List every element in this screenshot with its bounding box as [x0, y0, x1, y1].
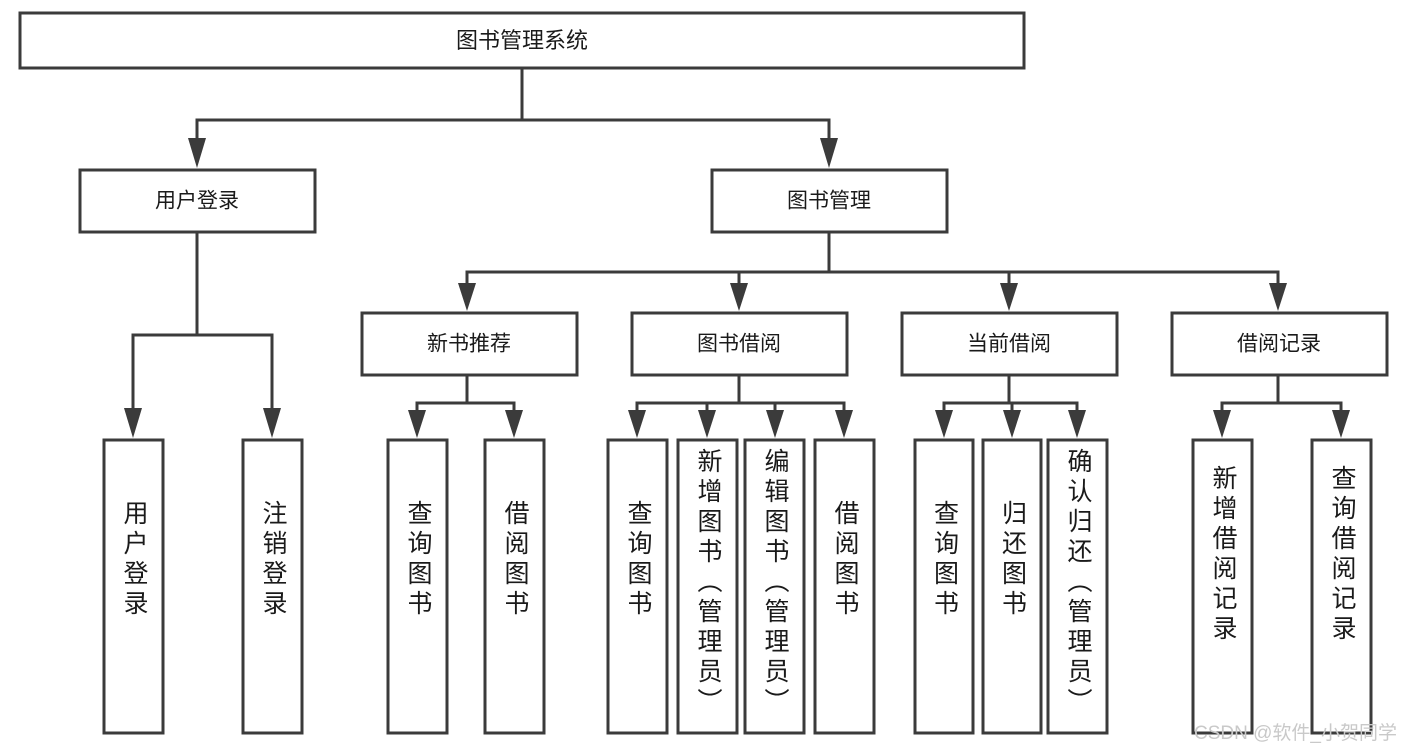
node-borrow-record[interactable]: 借阅记录 — [1170, 311, 1389, 377]
connector-layer — [124, 66, 1350, 438]
node-book-borrow[interactable]: 图书借阅 — [630, 311, 849, 377]
node-user-login[interactable]: 用户登录 — [78, 168, 317, 234]
node-user-login-box[interactable] — [78, 168, 317, 234]
node-user-login-label: 用户登录 — [155, 190, 239, 213]
arrow-leaf-add-book — [698, 410, 716, 438]
node-root-label: 图书管理系统 — [456, 28, 588, 53]
leaf-box-edit-book[interactable] — [743, 438, 806, 735]
node-new-book-recommend-box[interactable] — [360, 311, 579, 377]
leaf-box-return-book[interactable] — [981, 438, 1043, 735]
arrow-leaf-edit-book — [766, 410, 784, 438]
arrow-new-book — [458, 283, 476, 311]
leaf-box-query-book-c[interactable] — [913, 438, 975, 735]
node-book-management[interactable]: 图书管理 — [710, 168, 949, 234]
arrow-leaf-add-record — [1213, 410, 1231, 438]
node-borrow-record-label: 借阅记录 — [1237, 333, 1321, 356]
node-book-management-box[interactable] — [710, 168, 949, 234]
arrow-leaf-query-record — [1332, 410, 1350, 438]
leaf-box-add-book[interactable] — [676, 438, 739, 735]
node-new-book-recommend[interactable]: 新书推荐 — [360, 311, 579, 377]
arrow-leaf-query-book-b — [628, 410, 646, 438]
csdn-watermark: CSDN @软件_小贺同学 — [1194, 723, 1397, 744]
node-current-borrow-box[interactable] — [900, 311, 1119, 377]
node-book-management-label: 图书管理 — [787, 190, 871, 213]
arrow-user-login — [188, 138, 206, 168]
leaf-box-layer — [102, 438, 1373, 735]
leaf-box-confirm-return[interactable] — [1046, 438, 1109, 735]
arrow-book-borrow — [730, 283, 748, 311]
leaf-box-logout[interactable] — [241, 438, 304, 735]
leaf-box-add-record[interactable] — [1191, 438, 1254, 735]
leaf-box-borrow-book-b[interactable] — [813, 438, 876, 735]
leaf-box-query-book-b[interactable] — [606, 438, 669, 735]
node-book-borrow-label: 图书借阅 — [697, 333, 781, 356]
arrow-leaf-logout — [263, 408, 281, 438]
leaf-box-borrow-book-a[interactable] — [483, 438, 546, 735]
arrow-leaf-query-book-c — [935, 410, 953, 438]
node-borrow-record-box[interactable] — [1170, 311, 1389, 377]
leaf-box-user-login[interactable] — [102, 438, 165, 735]
leaf-box-query-book-a[interactable] — [386, 438, 449, 735]
arrow-leaf-confirm-return — [1068, 410, 1086, 438]
node-current-borrow[interactable]: 当前借阅 — [900, 311, 1119, 377]
node-current-borrow-label: 当前借阅 — [967, 333, 1051, 356]
arrow-book-mgmt — [820, 138, 838, 168]
arrow-leaf-user-login — [124, 408, 142, 438]
node-root-box[interactable] — [18, 11, 1026, 70]
arrow-leaf-query-book-a — [408, 410, 426, 438]
node-book-borrow-box[interactable] — [630, 311, 849, 377]
arrow-leaf-borrow-book-a — [505, 410, 523, 438]
leaf-box-query-record[interactable] — [1310, 438, 1373, 735]
arrow-borrow-record — [1269, 283, 1287, 311]
arrow-leaf-return-book — [1003, 410, 1021, 438]
arrow-leaf-borrow-book-b — [835, 410, 853, 438]
arrow-current-borrow — [1000, 283, 1018, 311]
node-new-book-recommend-label: 新书推荐 — [427, 333, 511, 356]
node-root[interactable]: 图书管理系统 — [18, 11, 1026, 70]
